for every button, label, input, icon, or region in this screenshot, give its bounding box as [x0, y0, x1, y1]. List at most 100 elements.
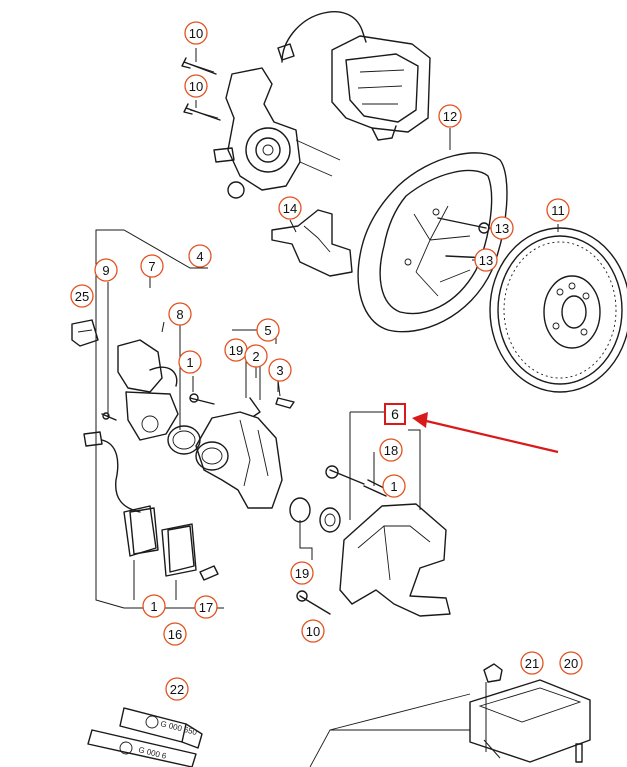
callout-circle	[559, 651, 583, 675]
callout-number: 4	[196, 249, 203, 264]
callout-leaders	[147, 48, 559, 612]
callout-circle	[142, 594, 166, 618]
callout-circle	[140, 254, 164, 278]
callout-circle	[188, 244, 212, 268]
callout-8[interactable]: 8	[168, 302, 192, 326]
callout-number: 19	[295, 566, 309, 581]
callout-11[interactable]: 11	[546, 198, 570, 222]
callout-13[interactable]: 13	[474, 248, 498, 272]
callout-13[interactable]: 13	[490, 216, 514, 240]
callout-circle	[70, 284, 94, 308]
callout-circle	[184, 74, 208, 98]
callout-number: 5	[264, 323, 271, 338]
callout-7[interactable]: 7	[140, 254, 164, 278]
callout-number: 2	[252, 349, 259, 364]
callout-circle	[290, 561, 314, 585]
callout-circle	[165, 677, 189, 701]
callout-circle	[168, 302, 192, 326]
callout-19[interactable]: 19	[224, 338, 248, 362]
callout-number: 10	[189, 79, 203, 94]
callout-number: 11	[551, 203, 565, 218]
callout-number: 20	[564, 656, 578, 671]
callout-2[interactable]: 2	[244, 344, 268, 368]
callout-16[interactable]: 16	[163, 622, 187, 646]
callout-5[interactable]: 5	[256, 318, 280, 342]
callout-circle	[520, 651, 544, 675]
highlight-arrow	[412, 412, 559, 454]
callout-21[interactable]: 21	[520, 651, 544, 675]
callout-circle	[490, 216, 514, 240]
callout-circle	[382, 474, 406, 498]
callout-1[interactable]: 1	[142, 594, 166, 618]
callout-1[interactable]: 1	[382, 474, 406, 498]
callout-3[interactable]: 3	[268, 358, 292, 382]
callout-1[interactable]: 1	[178, 350, 202, 374]
callout-10[interactable]: 10	[184, 21, 208, 45]
callout-number: 1	[390, 479, 397, 494]
small-fasteners	[101, 393, 295, 421]
bracket	[271, 209, 353, 277]
callout-19[interactable]: 19	[290, 561, 314, 585]
callout-number: 10	[306, 624, 320, 639]
callout-10[interactable]: 10	[184, 74, 208, 98]
callout-circle	[184, 21, 208, 45]
callout-circle	[194, 595, 218, 619]
upper-bolts	[181, 57, 221, 121]
callout-25[interactable]: 25	[70, 284, 94, 308]
callout-number: 1	[186, 355, 193, 370]
control-box	[309, 663, 591, 767]
callout-circle	[94, 258, 118, 282]
callout-number: 22	[170, 682, 184, 697]
callout-circle	[268, 358, 292, 382]
callout-circle	[546, 198, 570, 222]
callout-number: 14	[283, 201, 297, 216]
caliper-carrier	[289, 465, 451, 617]
callout-10[interactable]: 10	[301, 619, 325, 643]
callout-circle	[278, 196, 302, 220]
callout-circle	[438, 104, 462, 128]
callout-17[interactable]: 17	[194, 595, 218, 619]
wheel-knuckle	[213, 67, 341, 199]
upper-caliper-assembly	[277, 11, 431, 141]
grease-tubes	[87, 707, 203, 767]
callout-circle	[244, 344, 268, 368]
callout-number: 17	[199, 600, 213, 615]
callout-number: 7	[148, 259, 155, 274]
callout-number: 10	[189, 26, 203, 41]
callout-14[interactable]: 14	[278, 196, 302, 220]
callout-number: 12	[443, 109, 457, 124]
callout-circle	[178, 350, 202, 374]
callout-number: 25	[75, 289, 89, 304]
highlighted-callout-6[interactable]: 6	[384, 403, 406, 425]
wear-sensor-and-pads	[83, 431, 219, 600]
callout-circle	[256, 318, 280, 342]
callout-4[interactable]: 4	[188, 244, 212, 268]
left-group-leaders	[95, 229, 281, 609]
callout-18[interactable]: 18	[379, 438, 403, 462]
callout-circle	[474, 248, 498, 272]
callout-number: 3	[276, 363, 283, 378]
callout-number: 13	[495, 221, 509, 236]
caliper-housing	[195, 411, 283, 509]
connector	[71, 319, 99, 347]
callout-number: 21	[525, 656, 539, 671]
callout-20[interactable]: 20	[559, 651, 583, 675]
callout-number: 18	[384, 443, 398, 458]
o-ring	[167, 425, 201, 455]
callout-number: 16	[168, 627, 182, 642]
callout-number: 8	[176, 307, 183, 322]
callout-circle	[163, 622, 187, 646]
callout-number: 1	[150, 599, 157, 614]
callout-circle	[301, 619, 325, 643]
svg-text:6: 6	[391, 406, 399, 422]
callout-circle	[379, 438, 403, 462]
parking-brake-motor	[117, 339, 179, 441]
callout-12[interactable]: 12	[438, 104, 462, 128]
dust-shield	[357, 152, 508, 333]
callout-9[interactable]: 9	[94, 258, 118, 282]
callout-number: 19	[229, 343, 243, 358]
callout-22[interactable]: 22	[165, 677, 189, 701]
